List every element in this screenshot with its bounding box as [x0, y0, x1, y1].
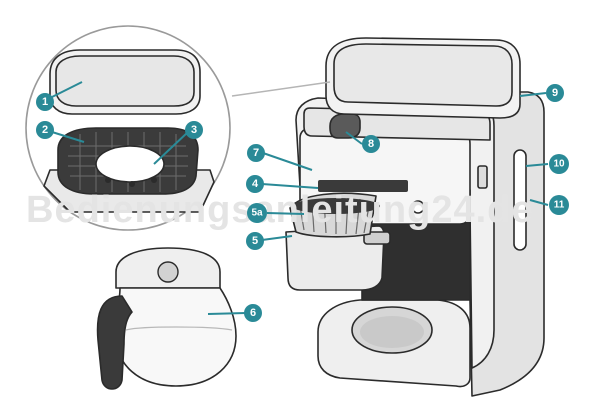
callout-6: 6 — [244, 304, 262, 322]
svg-text:8: 8 — [368, 138, 374, 150]
aroma-selector-knob[interactable] — [329, 113, 361, 139]
callout-3: 3 — [185, 121, 203, 139]
svg-text:4: 4 — [252, 178, 259, 190]
callout-1: 1 — [36, 93, 54, 111]
leader-lines — [49, 81, 549, 315]
svg-text:3: 3 — [191, 124, 197, 136]
water-level-window — [513, 149, 527, 251]
svg-text:6: 6 — [250, 307, 256, 319]
callout-4: 4 — [246, 175, 264, 193]
glass-carafe — [96, 247, 237, 390]
svg-text:5: 5 — [252, 235, 258, 247]
lid-detail-inset — [25, 25, 331, 231]
svg-text:11: 11 — [554, 200, 565, 211]
svg-text:2: 2 — [42, 124, 48, 136]
callout-2: 2 — [36, 121, 54, 139]
filter-holder[interactable] — [285, 225, 385, 291]
callout-9: 9 — [546, 84, 564, 102]
watermark-text: Bedienungsanleitung24.de — [26, 189, 534, 231]
svg-text:5a: 5a — [251, 208, 263, 219]
control-panel-display — [318, 180, 408, 192]
callout-8: 8 — [362, 135, 380, 153]
callout-11: 11 — [549, 195, 569, 215]
svg-text:7: 7 — [253, 147, 259, 159]
carafe-handle[interactable] — [96, 295, 133, 390]
drip-disc — [95, 145, 165, 183]
svg-text:1: 1 — [42, 96, 48, 108]
callout-5: 5 — [246, 232, 264, 250]
callout-5a: 5a — [247, 203, 267, 223]
callout-10: 10 — [549, 154, 569, 174]
callout-7: 7 — [247, 144, 265, 162]
svg-text:10: 10 — [553, 159, 565, 170]
svg-text:9: 9 — [552, 87, 558, 99]
coffee-machine — [285, 37, 545, 397]
power-button[interactable] — [411, 200, 425, 214]
